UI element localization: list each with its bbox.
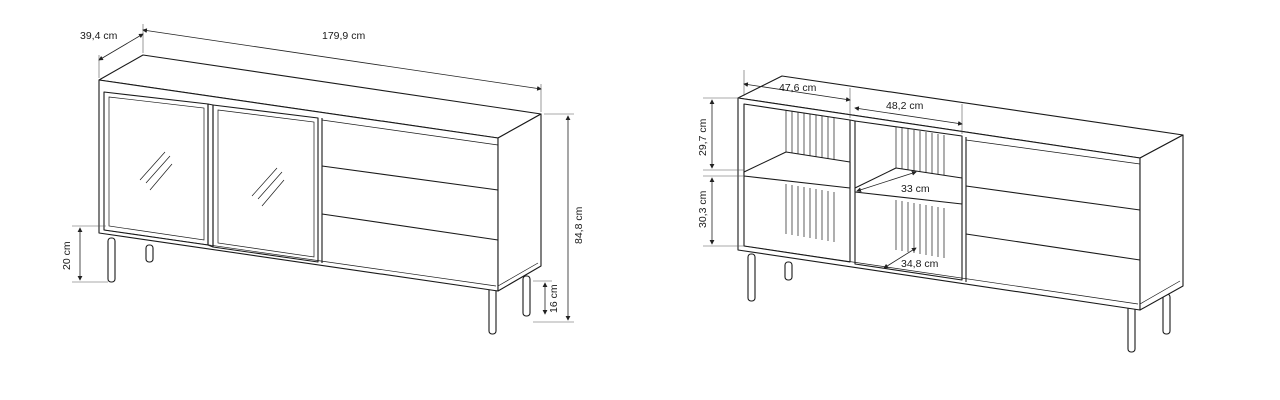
right-compartment-width-2-label: 48,2 cm	[886, 100, 924, 112]
right-height-dimensions: 29,7 cm 30,3 cm	[697, 97, 744, 247]
left-sideboard-view: 179,9 cm 39,4 cm 84,8 cm 16 cm 20 cm	[61, 24, 585, 335]
right-sideboard-view: 47,6 cm 48,2 cm 29,7 cm 30,3 cm 33 cm 34…	[697, 70, 1184, 353]
right-drawers	[965, 137, 1141, 282]
right-upper-depth-label: 33 cm	[901, 183, 930, 195]
left-side-face	[497, 113, 542, 292]
right-lower-depth-label: 34,8 cm	[901, 258, 939, 270]
right-depth-dimensions: 33 cm 34,8 cm	[856, 170, 939, 270]
left-width-label: 179,9 cm	[322, 30, 365, 42]
left-legs	[107, 237, 531, 335]
right-lower-height-label: 30,3 cm	[697, 190, 709, 228]
left-total-height-dimension: 84,8 cm	[533, 113, 585, 323]
right-compartment-width-dimensions: 47,6 cm 48,2 cm	[743, 70, 963, 134]
right-upper-height-label: 29,7 cm	[697, 118, 709, 156]
left-clearance-label: 16 cm	[548, 284, 560, 313]
left-drawers	[321, 118, 499, 263]
left-leg-height-dimension: 20 cm	[61, 225, 108, 283]
left-clearance-dimension: 16 cm	[533, 280, 560, 315]
left-total-height-label: 84,8 cm	[573, 206, 585, 244]
left-width-dimension: 179,9 cm	[142, 24, 542, 112]
right-side-face	[1139, 134, 1184, 311]
left-depth-label: 39,4 cm	[80, 30, 118, 42]
left-leg-height-label: 20 cm	[61, 241, 73, 270]
right-compartment-width-1-label: 47,6 cm	[779, 82, 817, 94]
left-glass-doors	[103, 91, 319, 263]
left-depth-dimension: 39,4 cm	[80, 30, 144, 78]
